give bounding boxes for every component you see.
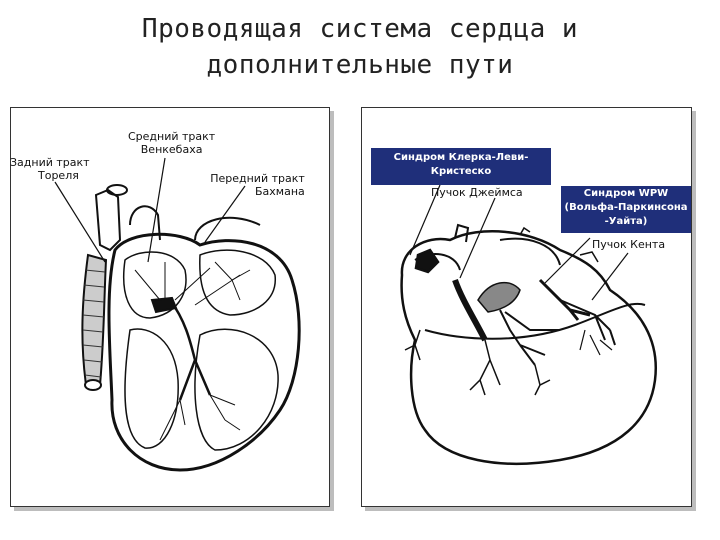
middle-tract-line2: Венкебаха (140, 143, 203, 156)
kent-bundle-1 (538, 278, 591, 321)
inferior-vena-cava (81, 253, 108, 386)
label-middle-tract: Средний тракт Венкебаха (128, 130, 215, 156)
sa-region (414, 248, 440, 274)
left-atrium (199, 249, 276, 316)
pointer-posterior (54, 181, 106, 263)
aortic-root (454, 223, 470, 243)
right-heart-drawing (400, 184, 658, 465)
right-atrium (123, 251, 187, 319)
clerc-levy-cristesco-box: Синдром Клерка-Леви- Кристеско (371, 148, 551, 185)
right-ventricle (124, 328, 179, 449)
pointer-anterior (204, 185, 246, 243)
label-anterior-tract: Передний тракт Бахмана (205, 172, 305, 198)
posterior-tract-line2: Тореля (38, 169, 79, 182)
left-atrium-top (499, 237, 561, 266)
james-tract (452, 278, 488, 342)
left-ventricle (194, 328, 279, 451)
label-kent-bundle: Пучок Кента (592, 238, 666, 251)
pointer-wpw (544, 237, 591, 284)
ivc-bottom (84, 379, 102, 391)
his-bundle-shaded (477, 281, 521, 313)
heart-outline-right (400, 230, 658, 465)
left-heart-drawing (54, 157, 301, 472)
anterior-tract-line2: Бахмана (255, 185, 305, 198)
aorta (129, 205, 161, 241)
label-james-bundle: Пучок Джеймса (431, 186, 523, 199)
pointer-james (459, 197, 496, 279)
pointer-clerc (409, 184, 441, 256)
wpw-line2: (Вольфа-Паркинсона (564, 202, 688, 213)
middle-tract-line1: Средний тракт (128, 130, 216, 143)
vena-cava-top (106, 184, 128, 196)
wpw-line3: -Уайта) (604, 216, 648, 227)
heart-outline (107, 232, 301, 472)
clerc-line1: Синдром Клерка-Леви- (393, 152, 529, 163)
av-groove (424, 302, 646, 340)
posterior-tract-line1: Задний тракт (10, 156, 90, 169)
pointer-middle (147, 157, 166, 263)
page-title: Проводящая система сердца и (141, 14, 579, 44)
clerc-line2: Кристеско (430, 166, 492, 177)
pulmonary (194, 216, 261, 241)
page-subtitle: дополнительные пути (206, 50, 514, 80)
conduction-system-panel (10, 107, 330, 507)
anterior-tract-line1: Передний тракт (210, 172, 305, 185)
kent-bundle-2 (559, 299, 616, 346)
label-posterior-tract: Задний тракт Тореля (10, 156, 90, 182)
wpw-line1: Синдром WPW (583, 188, 669, 199)
pointer-kent (591, 252, 629, 301)
vena-cava (94, 188, 122, 252)
wpw-syndrome-box: Синдром WPW (Вольфа-Паркинсона -Уайта) (561, 186, 691, 233)
